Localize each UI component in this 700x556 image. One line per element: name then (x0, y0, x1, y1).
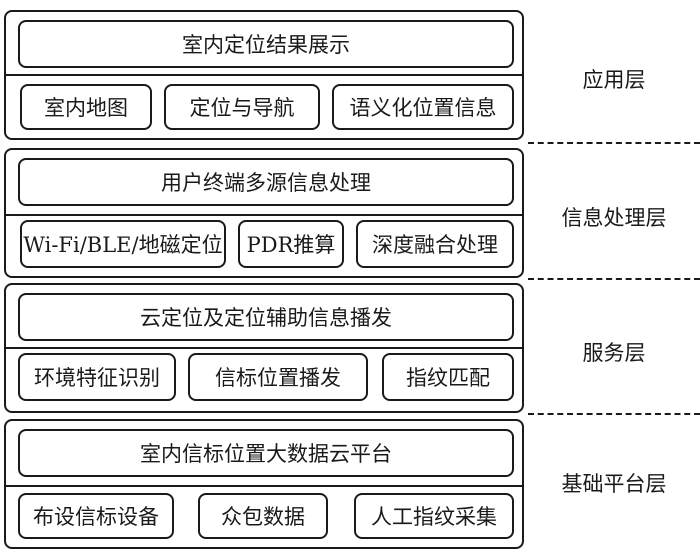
component-box: 布设信标设备 (18, 493, 174, 539)
layer-label: 信息处理层 (561, 206, 667, 230)
layer-label: 应用层 (582, 68, 646, 92)
component-box: 众包数据 (198, 493, 328, 539)
component-label: 室内地图 (44, 96, 128, 120)
component-box: 信标位置播发 (188, 353, 368, 401)
infrastructure-layer: 室内信标位置大数据云平台 布设信标设备 众包数据 人工指纹采集 (4, 419, 524, 549)
layer-header-box: 云定位及定位辅助信息播发 (18, 293, 514, 341)
application-layer: 室内定位结果展示 室内地图 定位与导航 语义化位置信息 (4, 10, 524, 140)
component-label: 环境特征识别 (34, 366, 160, 390)
component-box: 室内地图 (20, 84, 152, 130)
component-box: Wi-Fi/BLE/地磁定位 (20, 220, 226, 268)
component-box: PDR推算 (238, 220, 344, 268)
component-label: 众包数据 (221, 505, 305, 529)
layer-header-box: 用户终端多源信息处理 (18, 158, 514, 206)
info-processing-layer: 用户终端多源信息处理 Wi-Fi/BLE/地磁定位 PDR推算 深度融合处理 (4, 148, 524, 278)
layer-header-text: 室内定位结果展示 (182, 33, 350, 57)
layer-header-text: 云定位及定位辅助信息播发 (140, 306, 392, 330)
layer-header-box: 室内信标位置大数据云平台 (18, 429, 514, 477)
component-label: 定位与导航 (189, 96, 295, 120)
layer-divider (6, 485, 522, 487)
layer-label: 服务层 (582, 341, 646, 365)
layer-separator (528, 278, 700, 280)
layer-divider (6, 74, 522, 76)
layer-header-text: 用户终端多源信息处理 (161, 171, 371, 195)
component-box: 深度融合处理 (356, 220, 514, 268)
component-label: 语义化位置信息 (349, 96, 497, 120)
layer-separator (528, 142, 700, 144)
component-label: 布设信标设备 (33, 505, 159, 529)
component-label: 人工指纹采集 (371, 505, 497, 529)
component-label: 指纹匹配 (406, 366, 490, 390)
component-box: 人工指纹采集 (354, 493, 514, 539)
layer-divider (6, 214, 522, 216)
component-label: 深度融合处理 (372, 233, 498, 257)
component-box: 定位与导航 (164, 84, 320, 130)
layer-label: 基础平台层 (561, 472, 667, 496)
service-layer: 云定位及定位辅助信息播发 环境特征识别 信标位置播发 指纹匹配 (4, 283, 524, 413)
layer-header-text: 室内信标位置大数据云平台 (140, 442, 392, 466)
layer-divider (6, 347, 522, 349)
layer-header-box: 室内定位结果展示 (18, 20, 514, 68)
component-label: PDR推算 (246, 233, 336, 257)
layer-separator (528, 413, 700, 415)
component-label: Wi-Fi/BLE/地磁定位 (23, 233, 223, 257)
component-label: 信标位置播发 (215, 366, 341, 390)
component-box: 环境特征识别 (18, 353, 176, 401)
component-box: 语义化位置信息 (332, 84, 514, 130)
component-box: 指纹匹配 (382, 353, 514, 401)
